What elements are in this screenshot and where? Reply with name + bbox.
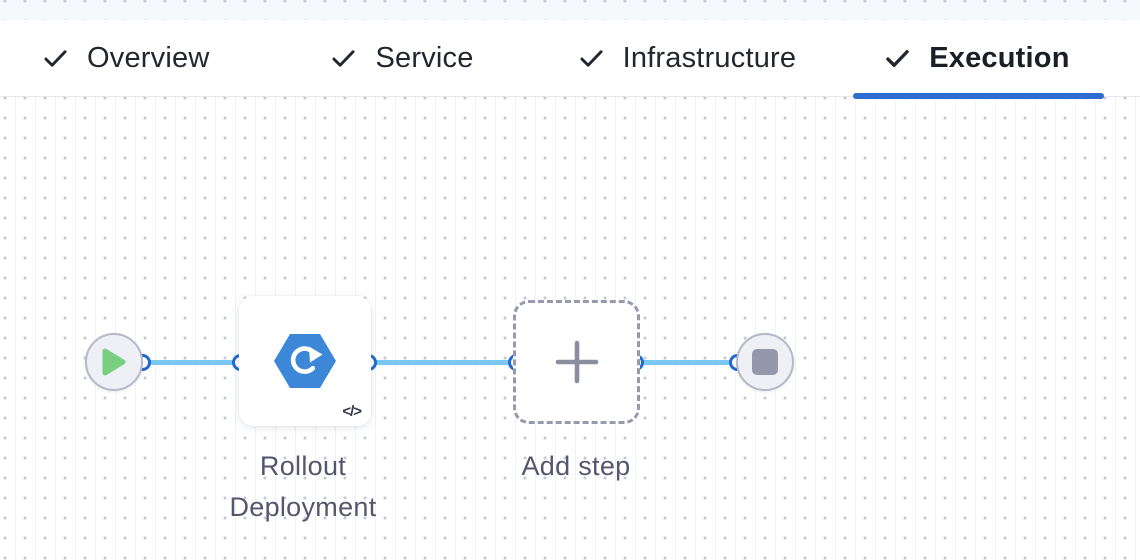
pipeline-end-node — [736, 333, 794, 391]
rollout-hexagon-icon — [274, 334, 336, 388]
tab-label: Infrastructure — [622, 41, 797, 74]
edge-addstep-to-end — [635, 360, 737, 365]
add-step-node[interactable] — [513, 300, 640, 424]
stop-icon — [752, 349, 778, 375]
tab-infrastructure[interactable]: Infrastructure — [578, 42, 797, 75]
pipeline-canvas[interactable]: </> Rollout Deployment Add step — [0, 97, 1140, 560]
add-step-label: Add step — [521, 451, 631, 481]
step-label-rollout-deployment: Rollout Deployment — [229, 451, 377, 522]
tab-overview[interactable]: Overview — [42, 42, 209, 75]
code-icon: </> — [342, 403, 362, 420]
check-icon — [332, 49, 355, 67]
edge-step-to-addstep — [368, 360, 516, 365]
step-node-rollout-deployment[interactable]: </> — [239, 296, 371, 426]
play-icon — [102, 348, 126, 376]
tab-label: Execution — [929, 41, 1070, 74]
top-canvas-strip — [0, 0, 1140, 20]
edge-start-to-step — [142, 360, 240, 365]
tab-label: Service — [375, 41, 474, 74]
tab-execution[interactable]: Execution — [853, 41, 1105, 99]
tab-service[interactable]: Service — [330, 42, 473, 75]
pipeline-start-node — [85, 333, 143, 391]
check-icon — [44, 49, 67, 67]
check-icon — [580, 49, 603, 67]
check-icon — [886, 49, 909, 67]
stage-tab-bar: Overview Service Infrastructure Executio… — [0, 20, 1140, 99]
tab-label: Overview — [87, 41, 210, 74]
plus-icon — [555, 340, 598, 384]
